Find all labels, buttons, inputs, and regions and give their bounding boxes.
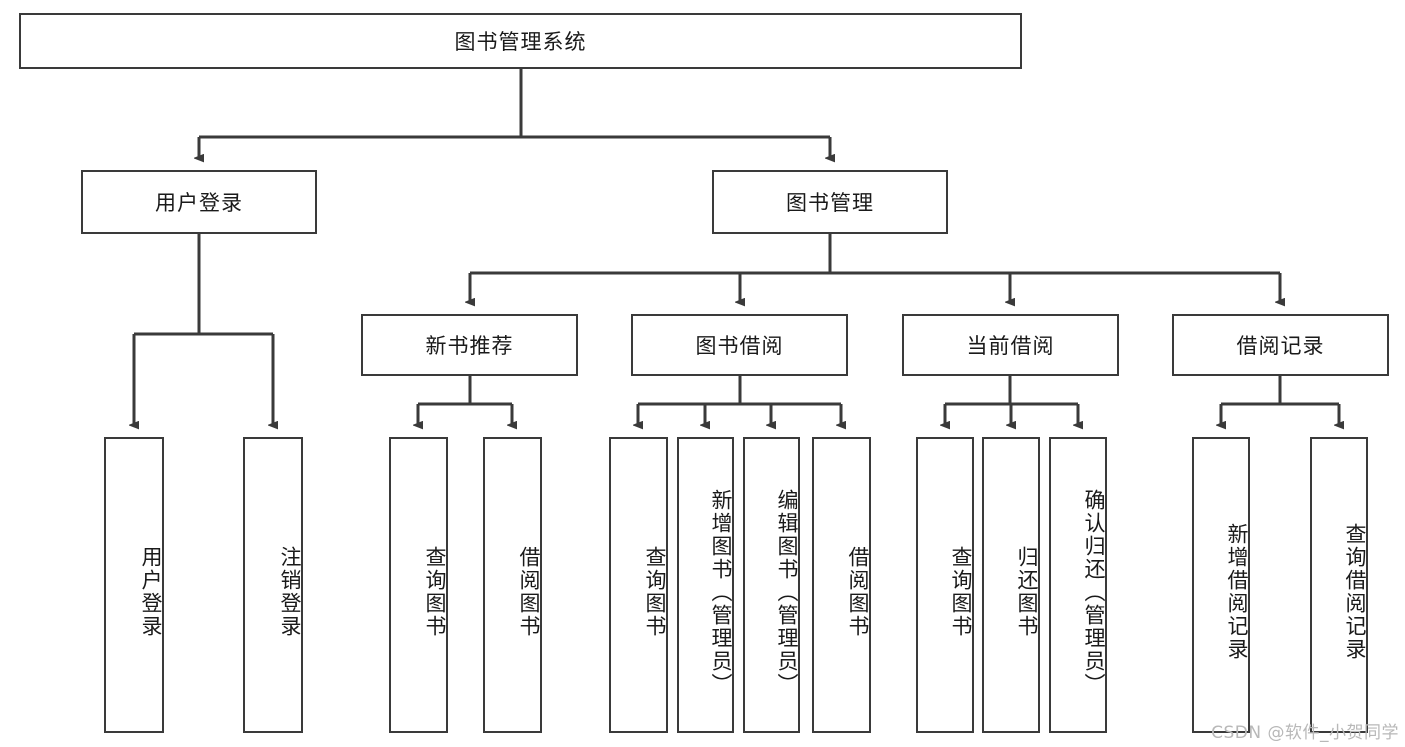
leaf-current-borrow-return-books[interactable]: 归还图书 [982,437,1040,733]
node-label: 借阅图书 [517,546,541,638]
node-label: 查询借阅记录 [1343,523,1367,661]
leaf-book-borrow-edit-book-admin[interactable]: 编辑图书（管理员） [743,437,800,733]
node-label: 查询图书 [949,546,973,638]
node-label: 当前借阅 [966,334,1055,358]
node-label: 借阅图书 [846,546,870,638]
node-user-login[interactable]: 用户登录 [81,170,317,234]
leaf-book-borrow-add-book-admin[interactable]: 新增图书（管理员） [677,437,734,733]
node-label: 图书借阅 [695,334,784,358]
csdn-watermark: CSDN @软件_小贺同学 [1211,723,1399,743]
node-label: 注销登录 [278,546,302,638]
node-label: 用户登录 [139,546,163,638]
node-label: 编辑图书（管理员） [775,488,799,696]
node-book-management[interactable]: 图书管理 [712,170,948,234]
node-label: 图书管理 [786,191,874,215]
node-root-book-management-system[interactable]: 图书管理系统 [19,13,1022,69]
node-book-borrowing[interactable]: 图书借阅 [631,314,848,376]
node-label: 查询图书 [423,546,447,638]
node-label: 归还图书 [1015,546,1039,638]
leaf-current-borrow-confirm-return-admin[interactable]: 确认归还（管理员） [1049,437,1107,733]
leaf-book-borrow-borrow-books[interactable]: 借阅图书 [812,437,871,733]
node-borrow-records[interactable]: 借阅记录 [1172,314,1389,376]
leaf-borrow-record-add-record[interactable]: 新增借阅记录 [1192,437,1250,733]
node-new-book-recommendation[interactable]: 新书推荐 [361,314,578,376]
node-label: 借阅记录 [1236,334,1325,358]
node-label: 新增借阅记录 [1225,523,1249,661]
node-label: 新增图书（管理员） [709,488,733,696]
leaf-borrow-record-query-record[interactable]: 查询借阅记录 [1310,437,1368,733]
leaf-current-borrow-query-books[interactable]: 查询图书 [916,437,974,733]
node-label: 新书推荐 [425,334,514,358]
leaf-new-book-borrow-books[interactable]: 借阅图书 [483,437,542,733]
leaf-new-book-query-books[interactable]: 查询图书 [389,437,448,733]
leaf-user-login-login[interactable]: 用户登录 [104,437,164,733]
node-label: 查询图书 [643,546,667,638]
leaf-book-borrow-query-books[interactable]: 查询图书 [609,437,668,733]
node-current-borrowing[interactable]: 当前借阅 [902,314,1119,376]
leaf-user-login-logout[interactable]: 注销登录 [243,437,303,733]
node-label: 图书管理系统 [454,30,587,54]
node-label: 用户登录 [155,191,243,215]
node-label: 确认归还（管理员） [1082,488,1106,696]
